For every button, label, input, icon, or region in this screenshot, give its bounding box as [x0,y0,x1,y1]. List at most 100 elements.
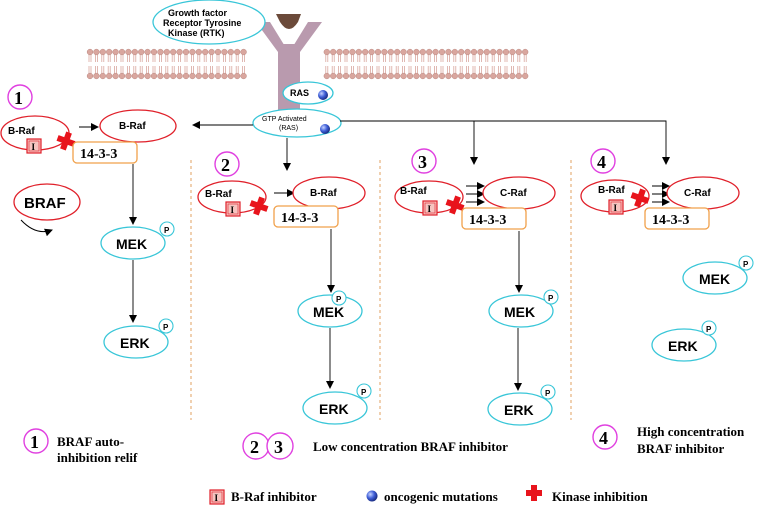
erk-label: ERK [668,338,698,354]
ras-label: RAS [290,88,309,98]
lipid-head [86,72,94,80]
rtk-label-line3: Kinase (RTK) [168,28,225,38]
erk-node [302,391,368,425]
oncogenic-mutation-icon [320,124,330,134]
panel-number: 3 [418,152,427,172]
lipid-head [240,72,247,80]
lipid-head [157,72,164,80]
rtk-label-line1: Growth factor [168,8,227,18]
lipid-head [406,48,414,56]
svg-text:P: P [336,295,342,304]
phospho-badge [331,290,347,306]
svg-text:4: 4 [599,428,608,448]
lipid-head [182,72,190,80]
lipid-head [170,48,177,56]
gtp-label-line1: GTP Activated [262,116,307,123]
lipid-head [157,48,164,56]
lipid-head [515,72,522,80]
lipid-head [240,48,247,56]
lipid-head [336,48,343,56]
lipid-head [202,72,209,80]
svg-text:P: P [706,325,712,334]
svg-text:I: I [428,204,432,214]
multi-arrow [652,182,670,206]
gtp-ras-node: GTP Activated (RAS) [252,108,342,138]
gtp-label-line2: (RAS) [279,125,298,132]
braf-active-node [99,109,177,143]
lipid-head [502,72,510,80]
lipid-head [355,48,362,56]
multi-arrow [466,182,485,206]
lipid-head [451,72,458,80]
mek-label: MEK [116,236,147,252]
lipid-head [150,72,158,80]
lipid-head [234,48,241,56]
panel-number-badge [590,148,616,174]
ras-node: RAS [282,81,334,105]
lipid-head [387,72,394,80]
oncogenic-mutation-icon [318,90,328,100]
lipid-head [362,72,369,80]
legend-mutation-label: oncogenic mutations [384,489,498,504]
lipid-head [138,72,145,80]
lipid-head [131,48,138,56]
panel-number-badge [7,84,33,110]
lipid-head [214,48,222,56]
lipid-head [406,72,414,80]
erk-node [487,392,553,426]
lipid-head [483,72,490,80]
lipid-head [445,48,452,56]
lipid-head [374,72,382,80]
lipid-head [330,72,337,80]
caption-1-line1: BRAF auto- [57,434,124,449]
lipid-head [496,48,503,56]
legend-mutation-icon [366,490,378,502]
caption-2-3: 2 3 Low concentration BRAF inhibitor [242,432,508,460]
lipid-head [170,72,177,80]
legend-inhibitor-label: B-Raf inhibitor [231,489,317,504]
lipid-head [522,72,529,80]
mek-label: MEK [313,304,344,320]
lipid-head [106,72,113,80]
lipid-head [445,72,452,80]
lipid-head [362,48,369,56]
mek-node [682,261,748,295]
lipid-head [464,48,471,56]
lipid-head [432,48,439,56]
lipid-head [438,72,446,80]
cell-membrane [86,48,529,80]
lipid-head [202,48,209,56]
svg-text:P: P [545,389,551,398]
scaffold-14-3-3 [461,207,527,230]
lipid-head [387,48,394,56]
caption-2-3-text: Low concentration BRAF inhibitor [313,439,508,454]
lipid-head [509,48,516,56]
braf-inhibitor-icon: I [422,200,438,216]
lipid-head [400,48,407,56]
svg-text:P: P [164,226,170,235]
lipid-head [163,48,170,56]
lipid-head [93,72,100,80]
panel-dividers [190,160,572,420]
kinase-inhibition-icon [56,131,76,151]
mek-label: MEK [504,304,535,320]
lipid-head [502,48,510,56]
lipid-head [189,48,196,56]
lipid-head [451,48,458,56]
svg-text:3: 3 [274,437,283,457]
erk-label: ERK [504,402,534,418]
lipid-head [355,72,362,80]
legend-kinase-inhibition-icon [526,485,542,501]
lipid-head [227,48,234,56]
lipid-head [342,48,350,56]
lipid-head [138,48,145,56]
lipid-head [490,48,497,56]
kinase-inhibition-icon [445,195,465,215]
lipid-head [86,48,94,56]
braf-label: B-Raf [400,186,427,197]
lipid-head [118,72,126,80]
panel-3: 3 B-Raf I C-Raf 14-3-3 MEK P ERK P [394,148,559,426]
legend: I B-Raf inhibitor oncogenic mutations Ki… [209,485,648,505]
lipid-head [208,72,215,80]
